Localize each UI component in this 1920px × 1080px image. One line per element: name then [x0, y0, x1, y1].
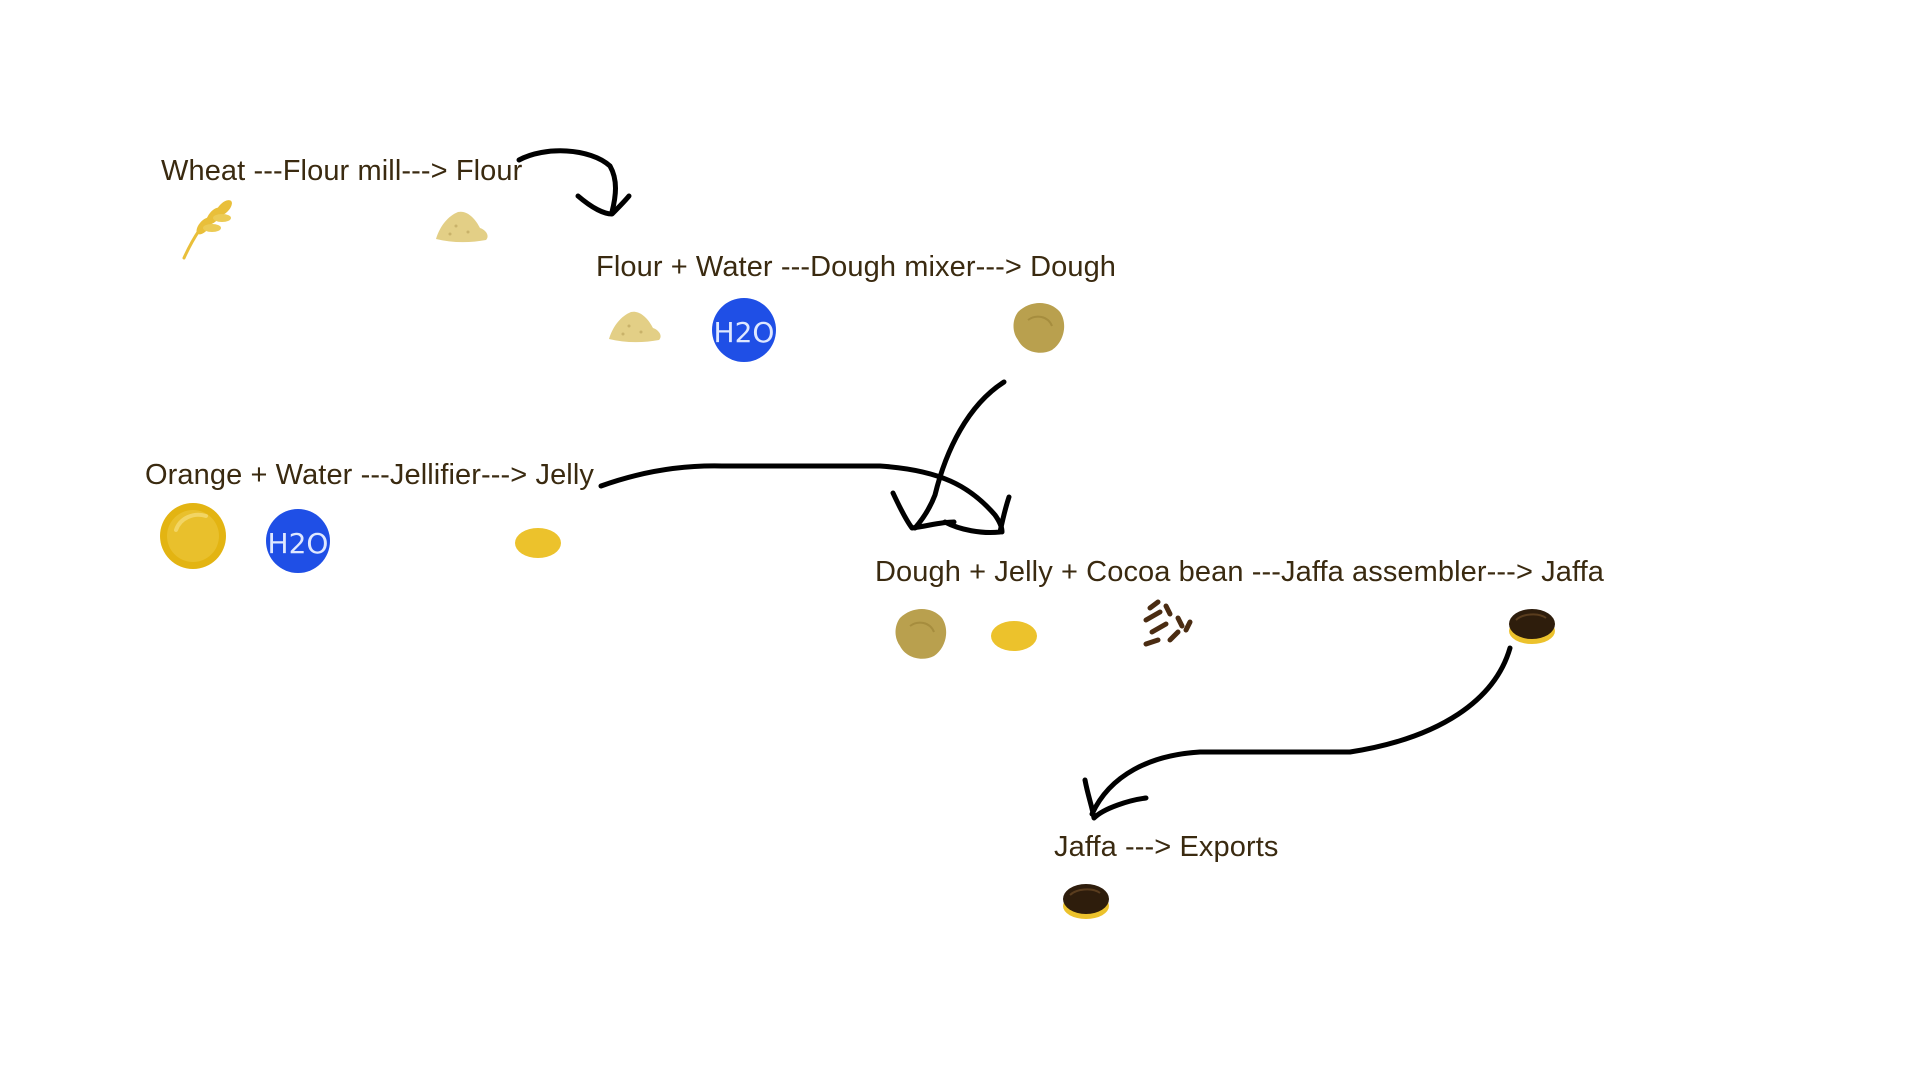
arrow-flour-to-dough: [516, 148, 632, 217]
water-icon-label: H2O: [714, 316, 775, 349]
arrow-jaffa-to-exports: [1082, 645, 1513, 821]
cocoa-bean-icon: [1143, 599, 1193, 647]
dough-icon: [1013, 303, 1065, 353]
jelly-icon: [991, 621, 1037, 651]
arrow-jelly-to-jaffa: [598, 463, 1012, 535]
step-dough-mixer-label: Flour + Water ---Dough mixer---> Dough: [596, 251, 1117, 283]
water-icon-label: H2O: [268, 527, 329, 560]
jaffa-icon: [1509, 609, 1555, 644]
arrow-dough-to-jaffa: [890, 379, 1007, 531]
water-icon: H2O: [712, 298, 776, 362]
step-jaffa-assembler-label: Dough + Jelly + Cocoa bean ---Jaffa asse…: [875, 556, 1604, 588]
jaffa-icon: [1063, 884, 1109, 919]
dough-icon: [895, 609, 947, 659]
step-exports-label: Jaffa ---> Exports: [1054, 831, 1279, 863]
jelly-icon: [515, 528, 561, 558]
wheat-icon: [182, 200, 232, 260]
orange-icon: [160, 503, 226, 569]
flour-icon: [436, 211, 488, 243]
step-flour-mill-label: Wheat ---Flour mill---> Flour: [161, 155, 523, 187]
step-jellifier-label: Orange + Water ---Jellifier---> Jelly: [145, 459, 594, 491]
water-icon: H2O: [266, 509, 330, 573]
flour-icon: [609, 311, 661, 343]
